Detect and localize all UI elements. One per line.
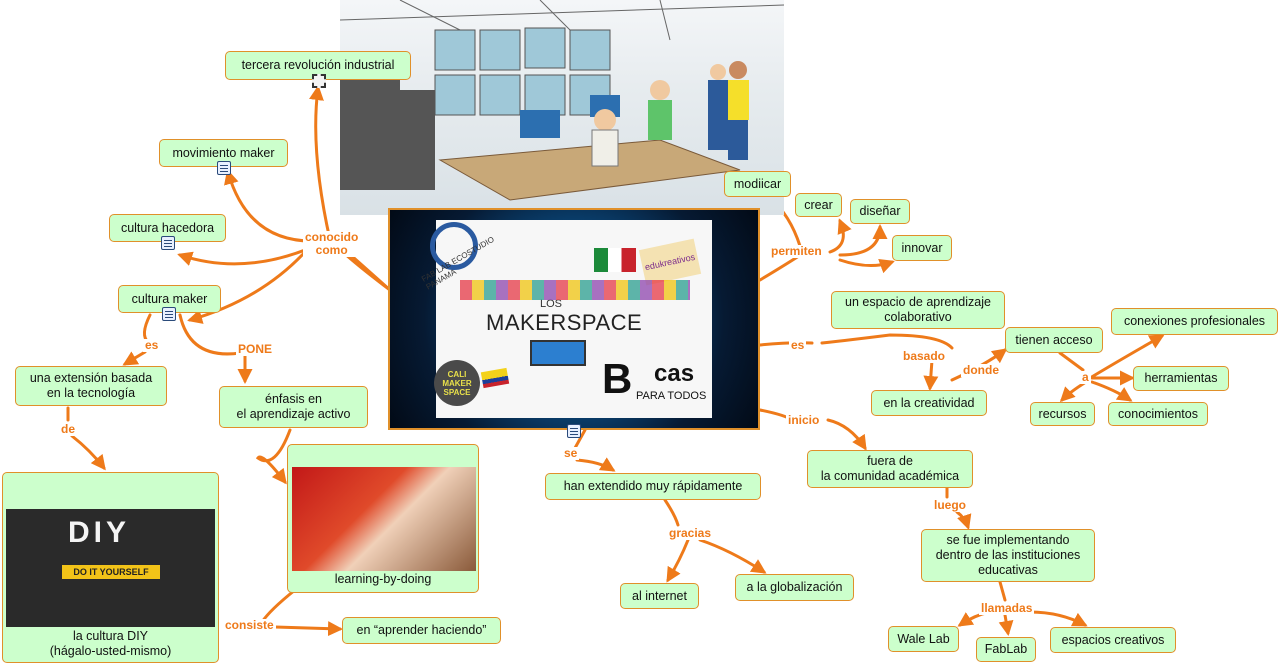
- document-icon[interactable]: [567, 424, 581, 438]
- link-curve: [666, 538, 690, 583]
- diy-banner: DO IT YOURSELF: [62, 565, 160, 579]
- label-luego: luego: [932, 498, 968, 512]
- node-herramientas[interactable]: herramientas: [1133, 366, 1229, 391]
- bocas-logo-b: B: [602, 355, 633, 402]
- node-creatividad[interactable]: en la creatividad: [871, 390, 987, 416]
- link-curve: [698, 538, 767, 574]
- node-disenar[interactable]: diseñar: [850, 199, 910, 224]
- link-curve: [838, 258, 895, 274]
- los-text: LOS: [540, 298, 563, 310]
- label-es-espacio: es: [789, 338, 807, 352]
- label-a: a: [1080, 370, 1091, 384]
- link-curve: [1059, 380, 1088, 403]
- label-de: de: [59, 422, 78, 436]
- label-basado: basado: [901, 349, 948, 363]
- diy-chalkboard-image: DIY DO IT YOURSELF: [6, 509, 215, 627]
- label-llamadas: llamadas: [979, 601, 1035, 615]
- node-conocimientos[interactable]: conocimientos: [1108, 402, 1208, 426]
- link-curve: [1028, 610, 1088, 627]
- link-curve: [923, 358, 939, 391]
- link-curve: [998, 613, 1014, 636]
- cali-maker-space-logo: CALI MAKER SPACE: [434, 360, 480, 406]
- node-cultura-diy[interactable]: DIY DO IT YOURSELF la cultura DIY (hágal…: [2, 472, 219, 663]
- label-permiten: permiten: [769, 244, 824, 258]
- link-curve: [575, 457, 616, 472]
- node-conexiones[interactable]: conexiones profesionales: [1111, 308, 1278, 335]
- keyboard-icon: [530, 340, 586, 366]
- node-internet[interactable]: al internet: [620, 583, 699, 609]
- bocas-logo-cas: cas: [654, 360, 695, 387]
- link-curve: [998, 580, 1007, 602]
- label-donde: donde: [961, 363, 1001, 377]
- node-recursos[interactable]: recursos: [1030, 402, 1095, 426]
- tools-decoration: [460, 280, 690, 300]
- document-icon[interactable]: [217, 161, 231, 175]
- diy-caption: la cultura DIY (hágalo-usted-mismo): [49, 629, 172, 658]
- link-curve: [309, 85, 392, 292]
- node-wale-lab[interactable]: Wale Lab: [888, 626, 959, 652]
- label-consiste: consiste: [223, 618, 276, 632]
- document-icon[interactable]: [162, 307, 176, 321]
- node-innovar[interactable]: innovar: [892, 235, 952, 261]
- link-curve: [1088, 334, 1165, 380]
- label-pone: PONE: [236, 342, 275, 356]
- link-curve: [955, 510, 972, 530]
- node-espacios-creativos[interactable]: espacios creativos: [1050, 627, 1176, 653]
- label-inicio: inicio: [786, 413, 822, 427]
- node-tercera-revolucion[interactable]: tercera revolución industrial: [225, 51, 411, 80]
- link-curve: [828, 218, 852, 254]
- makerspace-sketch-image: [340, 0, 784, 215]
- node-aprender-haciendo[interactable]: en “aprender haciendo”: [342, 617, 501, 644]
- link-curve: [177, 248, 307, 266]
- link-curve: [1090, 380, 1133, 402]
- link-curve: [826, 418, 867, 451]
- node-extension-tecnologia[interactable]: una extensión basada en la tecnología: [15, 366, 167, 406]
- node-crear[interactable]: crear: [795, 193, 842, 217]
- makerspace-sketch-drawing: [340, 0, 784, 201]
- label-es: es: [143, 338, 161, 352]
- link-curve: [758, 341, 814, 347]
- link-curve: [663, 498, 680, 527]
- link-curve: [187, 250, 307, 324]
- link-curve: [1058, 351, 1085, 372]
- node-enfasis[interactable]: énfasis en el aprendizaje activo: [219, 386, 368, 428]
- node-extendido[interactable]: han extendido muy rápidamente: [545, 473, 761, 500]
- link-curve: [255, 428, 292, 485]
- central-makerspace-image: FAB LAB ECOSTUDIO PANAMA edukreativos LO…: [388, 208, 760, 430]
- link-curve: [273, 621, 343, 637]
- node-fuera-comunidad[interactable]: fuera de la comunidad académica: [807, 450, 973, 488]
- link-curve: [838, 224, 888, 257]
- node-espacio-colaborativo[interactable]: un espacio de aprendizaje colaborativo: [831, 291, 1005, 329]
- node-learning-by-doing[interactable]: learning-by-doing: [287, 444, 479, 593]
- link-curve: [122, 350, 147, 366]
- link-curve: [820, 333, 954, 350]
- learning-photo: [292, 467, 476, 571]
- fablab-logo: [430, 222, 478, 270]
- link-curve: [178, 313, 242, 356]
- document-icon[interactable]: [161, 236, 175, 250]
- label-se: se: [562, 446, 580, 460]
- video-icon[interactable]: [312, 74, 326, 88]
- mexico-flag-icon: [594, 248, 636, 272]
- node-globalizacion[interactable]: a la globalización: [735, 574, 854, 601]
- node-modiicar[interactable]: modiicar: [724, 171, 791, 197]
- bocas-logo-sub: PARA TODOS: [636, 390, 707, 402]
- makerspace-title: MAKERSPACE: [486, 310, 643, 335]
- node-tienen-acceso[interactable]: tienen acceso: [1005, 327, 1103, 353]
- learning-caption: learning-by-doing: [334, 572, 432, 586]
- link-curve: [573, 428, 587, 450]
- diy-big-text: DIY: [68, 516, 131, 549]
- label-gracias: gracias: [667, 526, 714, 540]
- node-cultura-hacedora[interactable]: cultura hacedora: [109, 214, 226, 242]
- node-fablab[interactable]: FabLab: [976, 637, 1036, 662]
- label-conocido-como: conocido como: [303, 230, 361, 257]
- node-implementando[interactable]: se fue implementando dentro de las insti…: [921, 529, 1095, 582]
- link-curve: [70, 434, 106, 471]
